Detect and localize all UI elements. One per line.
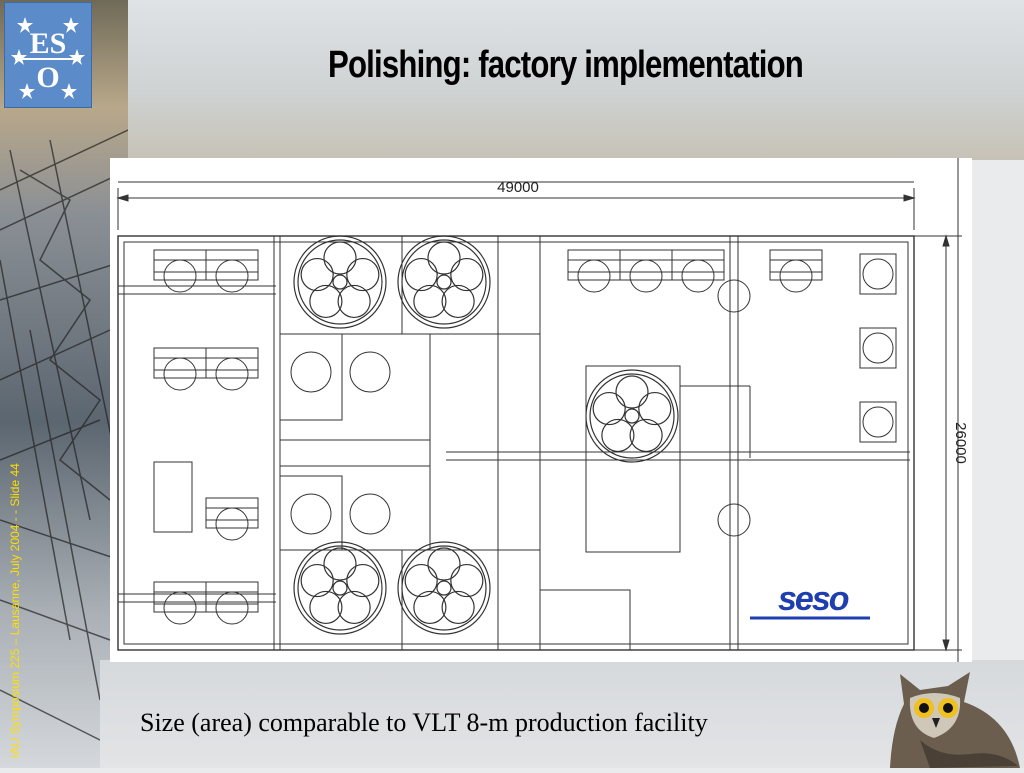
polishing-wheel-symbol xyxy=(397,235,491,329)
width-dimension-label: 49000 xyxy=(497,179,539,196)
floor-backdrop xyxy=(100,660,1024,768)
seso-logo-text: seso xyxy=(778,580,849,618)
eso-logo-text-top: ES xyxy=(30,27,67,60)
slide-title: Polishing: factory implementation xyxy=(328,44,804,86)
sky-backdrop xyxy=(128,0,1024,160)
height-dimension-label: 26000 xyxy=(952,422,969,464)
telescope-structure-image xyxy=(0,129,129,741)
eso-logo-stars: ES O xyxy=(11,17,85,99)
eso-logo: ES O xyxy=(4,2,92,108)
floor-plan-drawing: 49000 26000 seso xyxy=(110,158,972,662)
factory-floor-plan: 49000 26000 seso xyxy=(110,158,972,662)
polishing-wheel-symbol xyxy=(397,541,491,635)
slide-caption: Size (area) comparable to VLT 8-m produc… xyxy=(140,708,708,737)
cart-rig-symbol xyxy=(205,497,259,541)
cart-rig-symbol xyxy=(205,581,259,625)
eso-logo-text-bottom: O xyxy=(36,61,59,94)
cart-rig-symbol xyxy=(619,249,673,293)
telescope-photo-strip xyxy=(0,0,129,768)
cart-rig-symbol xyxy=(769,249,823,293)
cart-rig-symbol xyxy=(671,249,725,293)
polishing-wheel-symbol xyxy=(293,235,387,329)
cart-rig-symbol xyxy=(205,347,259,391)
polishing-wheel-symbol xyxy=(293,541,387,635)
seso-logo: seso xyxy=(750,580,870,620)
owl-illustration xyxy=(890,672,1020,768)
owl-mascot-image xyxy=(890,668,1024,768)
polishing-wheel-symbol xyxy=(585,369,679,463)
slide-footer-vertical: IAU Symposium 225 – Lausanne, July 2004 … xyxy=(8,463,22,758)
cart-rig-symbol xyxy=(205,249,259,293)
